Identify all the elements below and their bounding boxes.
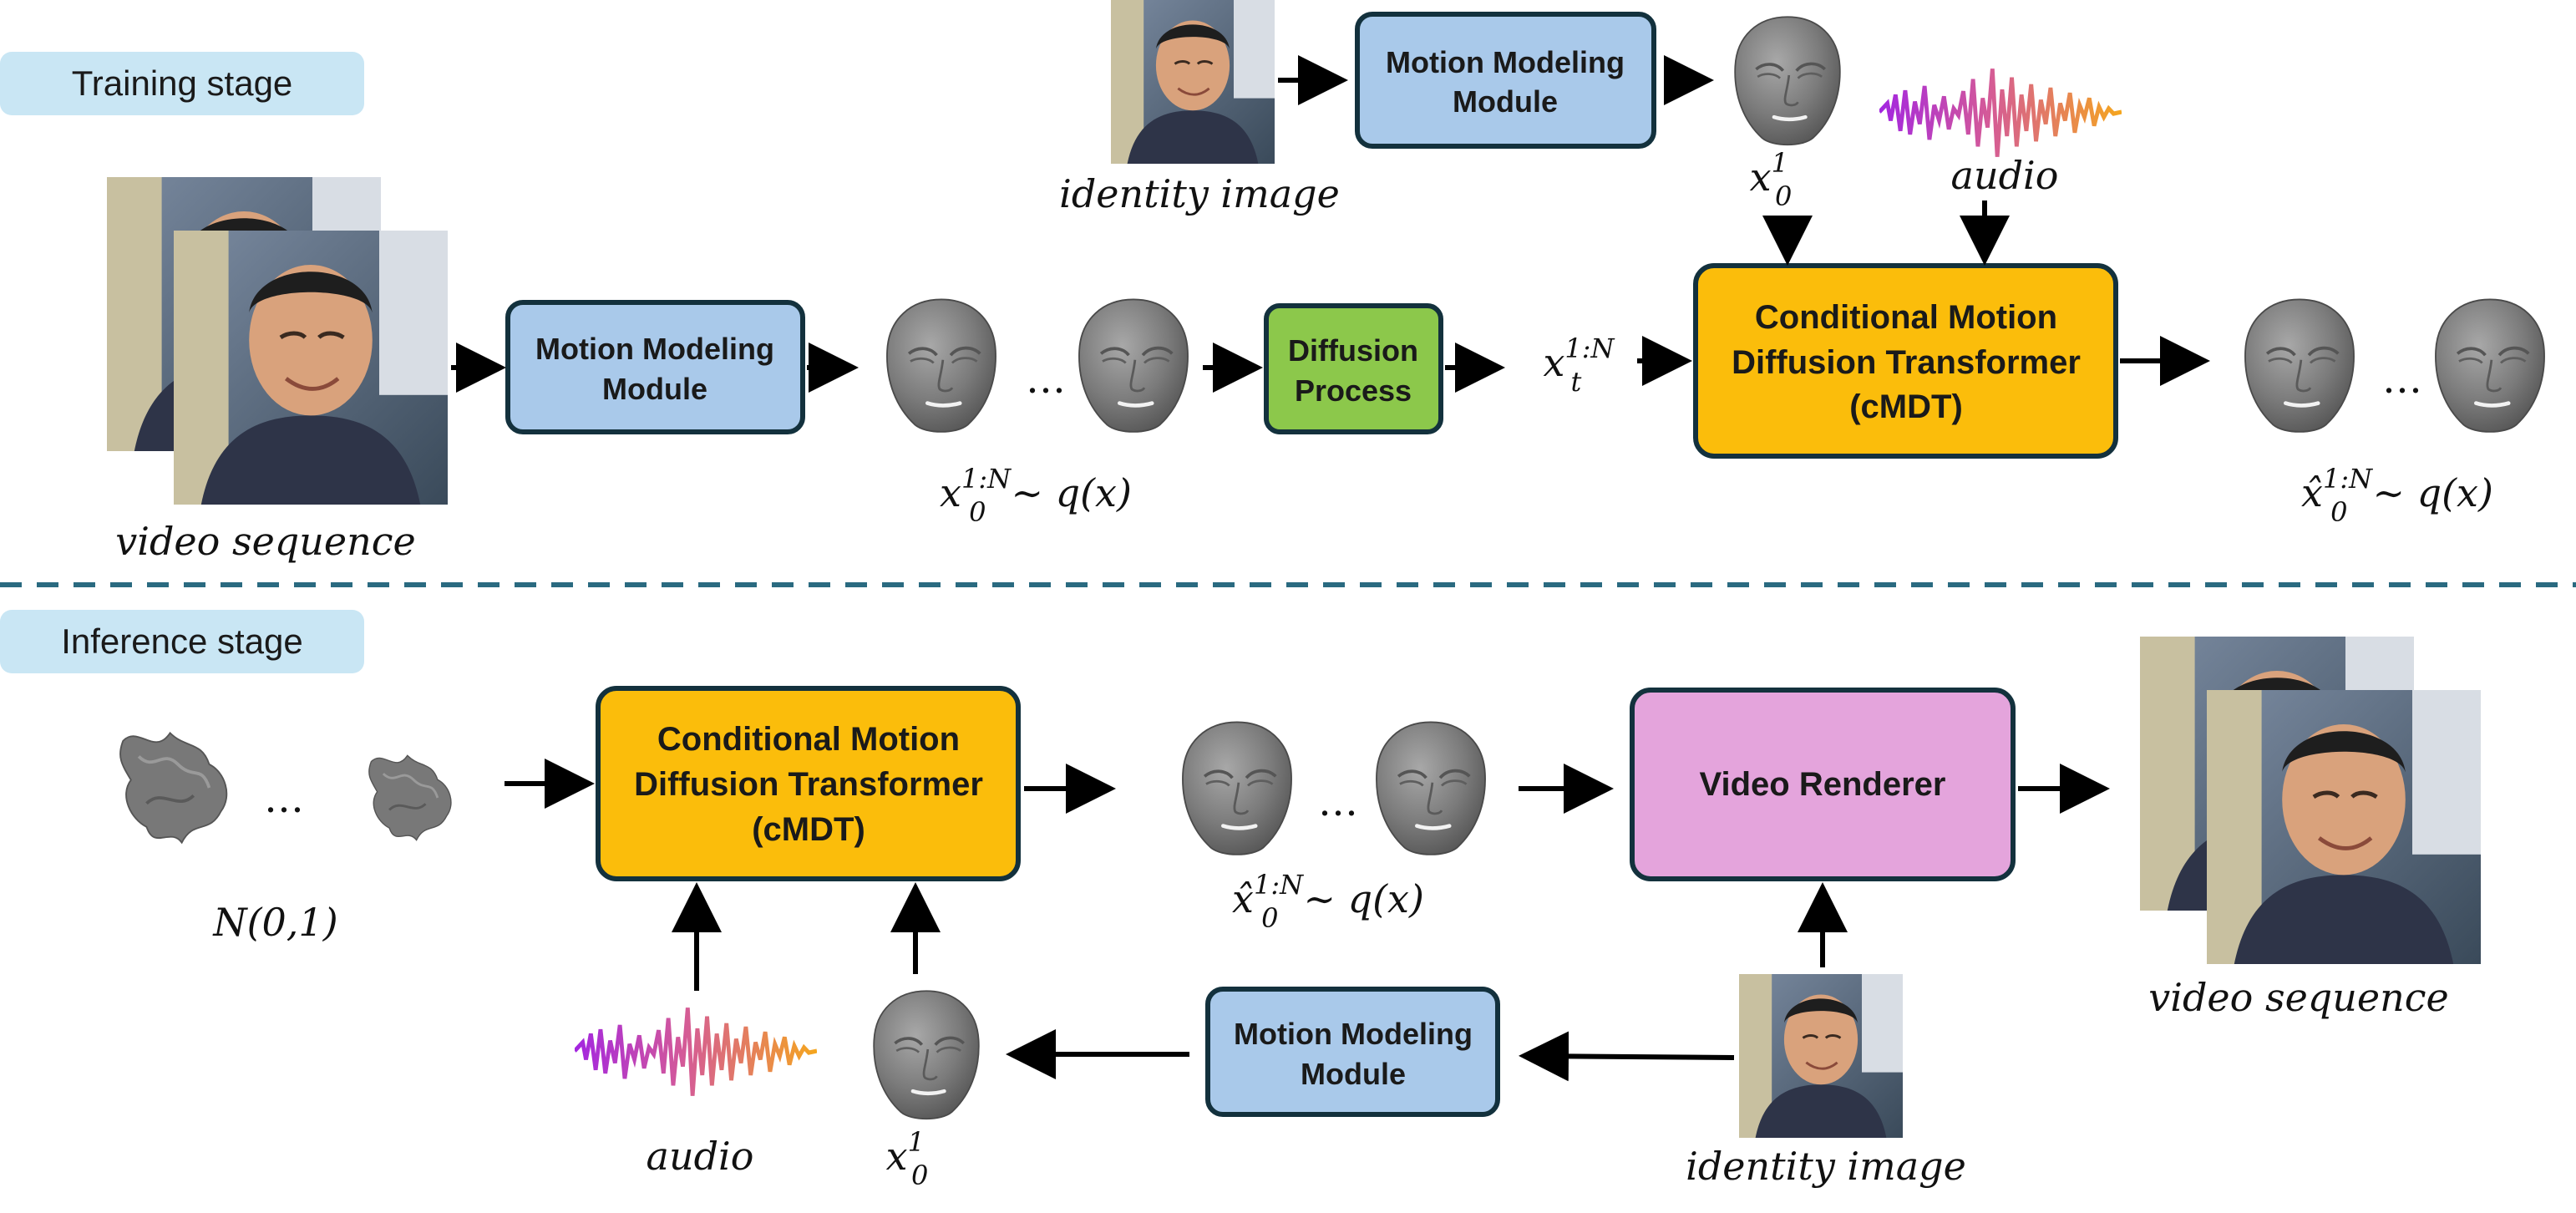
diffusion-process-box [1264,303,1443,434]
training-stage-pill [0,52,364,115]
video-frame-front [2207,690,2481,964]
cmdt-training-box [1693,263,2118,459]
cmdt-inference-label-2: Diffusion Transformer [634,766,983,803]
mmm-bottom-label-2: Module [1301,1057,1406,1091]
mmm-top-label-2: Module [1453,84,1558,119]
identity-caption-bottom: identity image [1686,1144,1966,1189]
audio-caption-top: audio [1951,153,2059,198]
audio-waveform-icon [1879,69,2122,156]
cmdt-inference-label-3: (cMDT) [752,811,865,848]
diffusion-label-2: Process [1295,373,1412,408]
training-stage: Training stage identity image Motion Mod… [0,0,2544,564]
mmm-left-label-2: Module [602,372,707,406]
noise-caption: N(0,1) [212,900,337,945]
identity-caption-top: identity image [1059,171,1340,216]
cmdt-training-label-3: (cMDT) [1849,388,1963,425]
audio-caption-bottom: audio [647,1134,754,1179]
face-mesh-icon [2245,299,2354,431]
training-stage-label: Training stage [72,63,293,103]
video-frame-front [174,231,448,505]
face-mesh-icon [1183,722,1291,854]
cmdt-inference-box [596,686,1021,881]
face-mesh-icon [2436,299,2544,431]
cmdt-training-label-1: Conditional Motion [1755,299,2057,336]
inference-stage-pill [0,610,364,673]
mmm-top-box [1355,12,1656,149]
identity-image-bottom [1739,974,1903,1138]
noise-mesh-icon [120,733,226,842]
inference-stage-label: Inference stage [61,622,303,661]
face-mesh-icon [887,299,996,431]
face-mesh-icon [874,991,979,1119]
dots-noise: … [264,775,304,822]
mmm-left-box [505,300,805,434]
noise-mesh-icon [369,755,451,840]
video-caption-right: video sequence [2148,975,2448,1020]
inference-arrows [505,759,2110,1082]
dots-inference-mid: … [1318,779,1358,825]
audio-waveform-icon [575,1007,817,1095]
mmm-left-label-1: Motion Modeling [535,332,774,366]
video-renderer-label: Video Renderer [1700,766,1946,803]
face-mesh-icon [1377,722,1485,854]
identity-image-top [1111,0,1275,164]
mmm-top-label-1: Motion Modeling [1386,45,1625,79]
mmm-bottom-box [1205,987,1500,1117]
video-caption-left: video sequence [115,519,415,564]
video-renderer-box [1630,688,2016,881]
dots-training-mid: … [1026,356,1066,403]
dots-training-right: … [2382,356,2422,403]
cmdt-training-label-2: Diffusion Transformer [1732,344,2081,381]
cmdt-inference-label-1: Conditional Motion [657,721,960,758]
training-arrows [451,55,2210,393]
face-mesh-icon [1079,299,1188,431]
inference-stage: Inference stage … N(0,1) Conditional Mot… [0,610,2481,1191]
diffusion-label-1: Diffusion [1288,333,1418,368]
mmm-bottom-label-1: Motion Modeling [1234,1017,1473,1051]
face-mesh-icon [1735,17,1840,145]
